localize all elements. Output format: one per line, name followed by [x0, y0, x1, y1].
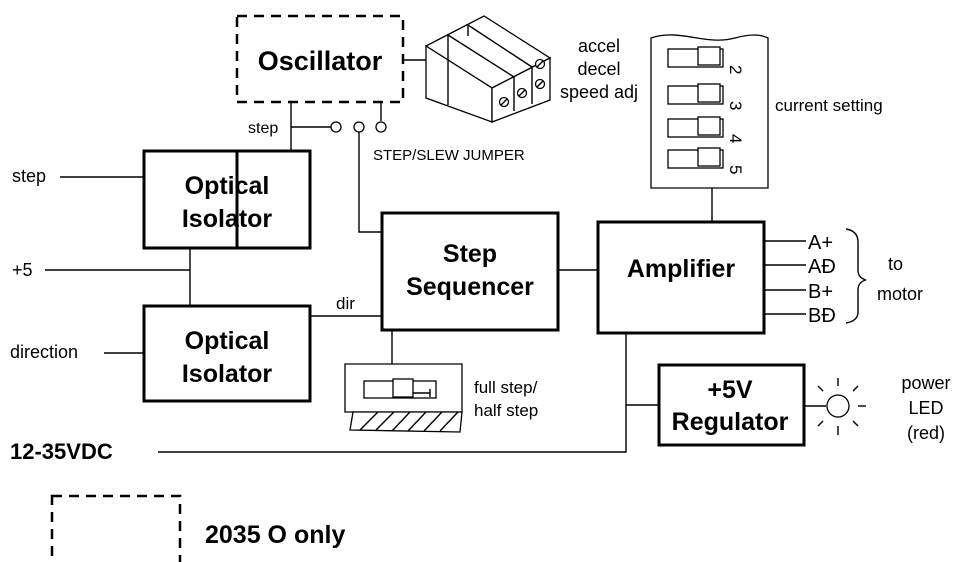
regulator-line1: +5V — [707, 376, 753, 404]
pot-label-accel: accel — [578, 36, 620, 56]
supply-wire — [158, 333, 627, 453]
dip-number-4: 4 — [726, 134, 745, 143]
optical-isolator-top-frame — [142, 149, 312, 250]
led-label-line2: LED — [908, 398, 943, 418]
pot-label-decel: decel — [577, 59, 620, 79]
motor-label-line2: motor — [877, 284, 923, 304]
optical-isolator-top: Optical Isolator — [142, 149, 273, 250]
oscillator-label: Oscillator — [258, 46, 383, 76]
legend-label: 2035 O only — [205, 521, 345, 549]
input-direction-label: direction — [10, 342, 78, 362]
motor-output-a-minus: AĐ — [808, 256, 836, 278]
step-switch-label-line2: half step — [474, 401, 538, 420]
amplifier-block: Amplifier — [596, 220, 766, 335]
pot-label-speed-adj: speed adj — [560, 82, 638, 102]
regulator-line2: Regulator — [672, 408, 789, 436]
isolator-bottom-line2: Isolator — [182, 360, 273, 388]
isolator-top-line2: Isolator — [182, 205, 273, 233]
jumper-to-sequencer-wire — [358, 132, 382, 233]
dir-label: dir — [336, 294, 355, 313]
current-setting-dip-switch-icon — [650, 34, 769, 189]
step-sequencer-block: Step Sequencer — [380, 211, 560, 332]
regulator-block: +5V Regulator — [657, 363, 806, 447]
supply-voltage-label: 12-35VDC — [10, 439, 113, 464]
led-label-line3: (red) — [907, 423, 945, 443]
motor-output-wires — [764, 240, 806, 315]
motor-output-b-minus: BĐ — [808, 305, 836, 327]
sequencer-line1: Step — [443, 240, 497, 268]
amplifier-label: Amplifier — [627, 255, 736, 283]
jumper-label: STEP/SLEW JUMPER — [373, 147, 525, 164]
optical-isolator-bottom: Optical Isolator — [142, 304, 312, 403]
isolator-top-line1: Optical — [185, 172, 270, 200]
motor-label-line1: to — [888, 254, 903, 274]
full-half-step-switch-icon — [344, 363, 463, 433]
step-switch-label-line1: full step/ — [474, 378, 538, 397]
sequencer-line2: Sequencer — [406, 273, 534, 301]
dip-number-2: 2 — [726, 65, 745, 74]
jumper-pins-icon — [330, 121, 387, 133]
power-led-icon — [817, 378, 866, 435]
isolator-bottom-line1: Optical — [185, 327, 270, 355]
dip-number-5: 5 — [726, 165, 745, 174]
osc-step-label: step — [248, 120, 278, 137]
motor-output-b-plus: B+ — [808, 281, 833, 303]
trim-pots-icon — [424, 15, 552, 123]
input-plus5-label: +5 — [12, 260, 33, 280]
dip-number-3: 3 — [726, 101, 745, 110]
input-step-label: step — [12, 166, 46, 186]
led-label-line1: power — [901, 373, 950, 393]
legend-dashed-box — [50, 494, 182, 562]
motor-brace — [845, 228, 867, 324]
current-setting-label: current setting — [775, 96, 883, 115]
motor-output-a-plus: A+ — [808, 232, 833, 254]
oscillator-block: Oscillator — [235, 14, 405, 104]
